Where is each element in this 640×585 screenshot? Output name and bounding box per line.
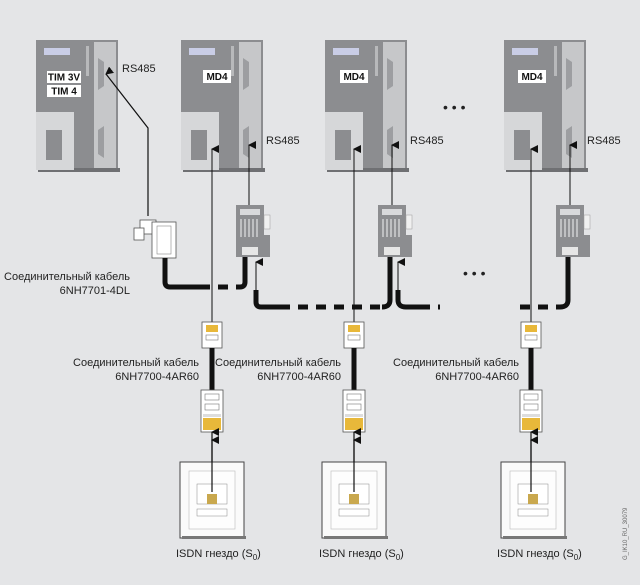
isdn-socket-1 — [179, 461, 247, 540]
figure-id: G_IK10_RU_30079 — [623, 507, 629, 560]
md4-device-1 — [181, 40, 265, 172]
tim-rs485-line — [105, 66, 149, 216]
tim-device — [36, 40, 120, 172]
bus-connector-3 — [555, 204, 591, 258]
tim-cable-label-2: 6NH7701-4DL — [60, 285, 130, 297]
tim-label-box — [47, 85, 81, 97]
md4-label-3: MD4 — [521, 72, 543, 83]
isdn-cable-label-2a: Соединительный кабель — [215, 357, 341, 369]
tim-cable-label-1: Соединительный кабель — [4, 271, 130, 283]
ellipsis-bottom: • • • — [463, 265, 486, 281]
isdn-cable-label-3b: 6NH7700-4AR60 — [435, 371, 519, 383]
tim-label-2: TIM 4 — [51, 87, 77, 98]
isdn-socket-label-3: ISDN гнездо (S0) — [497, 548, 582, 562]
isdn-socket-label-2: ISDN гнездо (S0) — [319, 548, 404, 562]
md4-rs485-label-1: RS485 — [266, 135, 300, 147]
bus-connector-2 — [377, 204, 413, 258]
tim-cable-connector — [133, 219, 177, 259]
tim-label-box — [47, 71, 81, 83]
md4-label-1: MD4 — [206, 72, 228, 83]
bus-connector-1 — [235, 204, 271, 258]
md4-device-2 — [325, 40, 409, 172]
isdn-cable-label-3a: Соединительный кабель — [393, 357, 519, 369]
tim-label-1: TIM 3V — [48, 73, 81, 84]
tim-rs485-label: RS485 — [122, 63, 156, 75]
md4-rs485-label-3: RS485 — [587, 135, 621, 147]
isdn-cable-label-1a: Соединительный кабель — [73, 357, 199, 369]
md4-label-2: MD4 — [343, 72, 365, 83]
md4-rs485-label-2: RS485 — [410, 135, 444, 147]
isdn-socket-2 — [321, 461, 389, 540]
md4-device-3 — [504, 40, 588, 172]
isdn-cable-label-1b: 6NH7700-4AR60 — [115, 371, 199, 383]
ellipsis-top: • • • — [443, 99, 466, 115]
isdn-socket-label-1: ISDN гнездо (S0) — [176, 548, 261, 562]
isdn-cable-label-2b: 6NH7700-4AR60 — [257, 371, 341, 383]
tim-cable — [162, 258, 200, 290]
isdn-socket-3 — [500, 461, 568, 540]
